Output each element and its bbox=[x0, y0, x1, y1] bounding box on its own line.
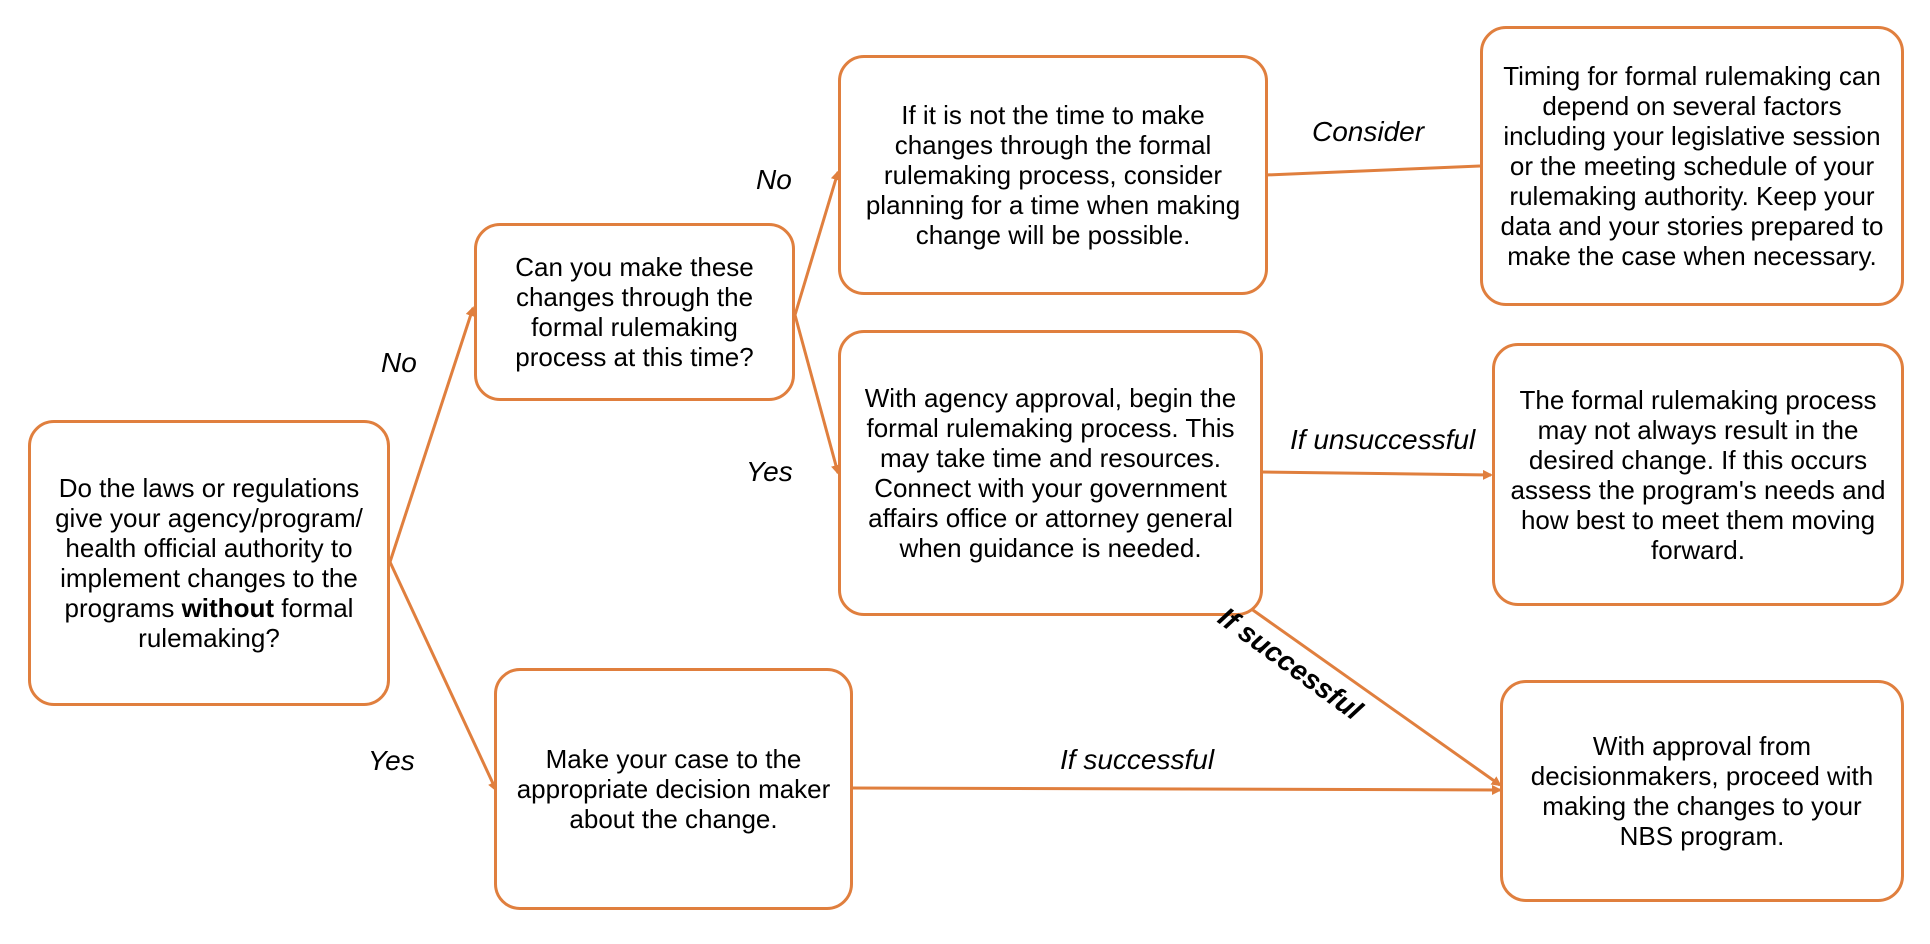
timing-box: Timing for formal rulemaking can depend … bbox=[1480, 26, 1904, 306]
begin-formal-text: With agency approval, begin the formal r… bbox=[864, 383, 1237, 563]
unsuccessful-box: The formal rulemaking process may not al… bbox=[1492, 343, 1904, 606]
formal-question-text: Can you make these changes through the f… bbox=[515, 252, 754, 372]
proceed-text: With approval from decisionmakers, proce… bbox=[1530, 731, 1874, 851]
start-question-box: Do the laws or regulations give your age… bbox=[28, 420, 390, 706]
unsuccessful-text: The formal rulemaking process may not al… bbox=[1510, 384, 1886, 565]
label-start-yes: Yes bbox=[368, 745, 415, 776]
label-if-successful-bottom: If successful bbox=[1060, 744, 1215, 775]
label-if-unsuccessful: If unsuccessful bbox=[1290, 424, 1476, 455]
connector-formal-question-to-begin-formal bbox=[793, 314, 841, 475]
connector-start-to-formal-question bbox=[388, 306, 476, 563]
formal-question-box: Can you make these changes through the f… bbox=[474, 223, 795, 401]
label-start-no: No bbox=[381, 347, 417, 378]
label-formal-yes: Yes bbox=[746, 456, 793, 487]
begin-formal-box: With agency approval, begin the formal r… bbox=[838, 330, 1263, 616]
connector-formal-question-to-plan-later bbox=[793, 170, 841, 316]
connector-begin-formal-to-proceed bbox=[1249, 606, 1502, 787]
label-formal-no: No bbox=[756, 164, 792, 195]
proceed-box: With approval from decisionmakers, proce… bbox=[1500, 680, 1904, 902]
connector-start-to-make-case bbox=[388, 561, 498, 792]
timing-text: Timing for formal rulemaking can depend … bbox=[1500, 61, 1884, 271]
plan-later-text: If it is not the time to make changes th… bbox=[865, 100, 1241, 250]
plan-later-box: If it is not the time to make changes th… bbox=[838, 55, 1268, 295]
make-case-box: Make your case to the appropriate decisi… bbox=[494, 668, 853, 910]
connector-begin-formal-to-unsuccessful bbox=[1261, 469, 1493, 480]
connector-plan-later-to-timing bbox=[1265, 164, 1481, 177]
label-consider: Consider bbox=[1312, 116, 1425, 147]
start-question-text: Do the laws or regulations give your age… bbox=[55, 473, 363, 653]
connector-make-case-to-proceed bbox=[850, 784, 1502, 795]
make-case-text: Make your case to the appropriate decisi… bbox=[516, 744, 831, 834]
